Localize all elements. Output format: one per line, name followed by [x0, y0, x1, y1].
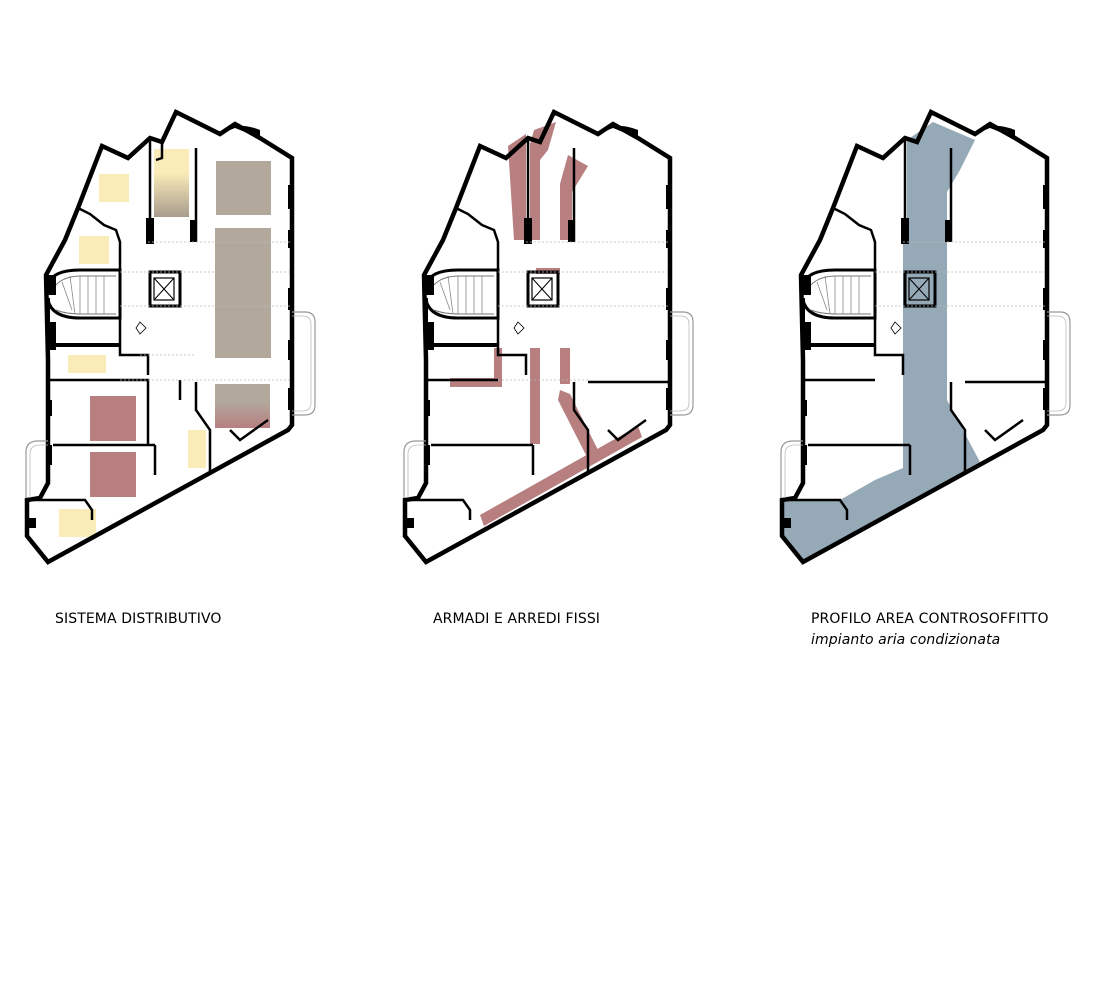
- floor-plan-1: [24, 108, 316, 565]
- caption-impianto-aria: impianto aria condizionata: [811, 632, 1001, 648]
- zone-circulation-2: [215, 228, 271, 358]
- plan-walls: [402, 108, 694, 565]
- plan-walls: [779, 108, 1071, 565]
- zone-rose-1: [90, 396, 136, 441]
- plan-armadi-arredi-fissi: [398, 100, 718, 580]
- floor-plan-3: [779, 108, 1071, 565]
- zone-yellow-grey: [154, 149, 189, 217]
- zone-rose-2: [90, 452, 136, 497]
- zone-yellow-5: [59, 509, 96, 537]
- zone-yellow-2: [79, 236, 109, 264]
- floor-plan-2: [402, 108, 694, 565]
- caption-profilo-controsoffitto: PROFILO AREA CONTROSOFFITTO: [811, 611, 1049, 627]
- plan-sistema-distributivo: [20, 100, 340, 580]
- caption-armadi-arredi-fissi: ARMADI E ARREDI FISSI: [433, 611, 601, 627]
- plan-walls: [24, 108, 316, 565]
- zone-yellow-3: [68, 355, 106, 373]
- caption-sistema-distributivo: SISTEMA DISTRIBUTIVO: [55, 611, 222, 627]
- zone-yellow-1: [99, 174, 129, 202]
- fixed-furniture: [450, 122, 642, 526]
- zone-circulation-3: [215, 384, 270, 428]
- zone-yellow-4: [188, 430, 206, 468]
- zone-circulation-1: [216, 161, 271, 215]
- plan-profilo-controsoffitto: [775, 100, 1095, 580]
- ceiling-area: [782, 122, 980, 562]
